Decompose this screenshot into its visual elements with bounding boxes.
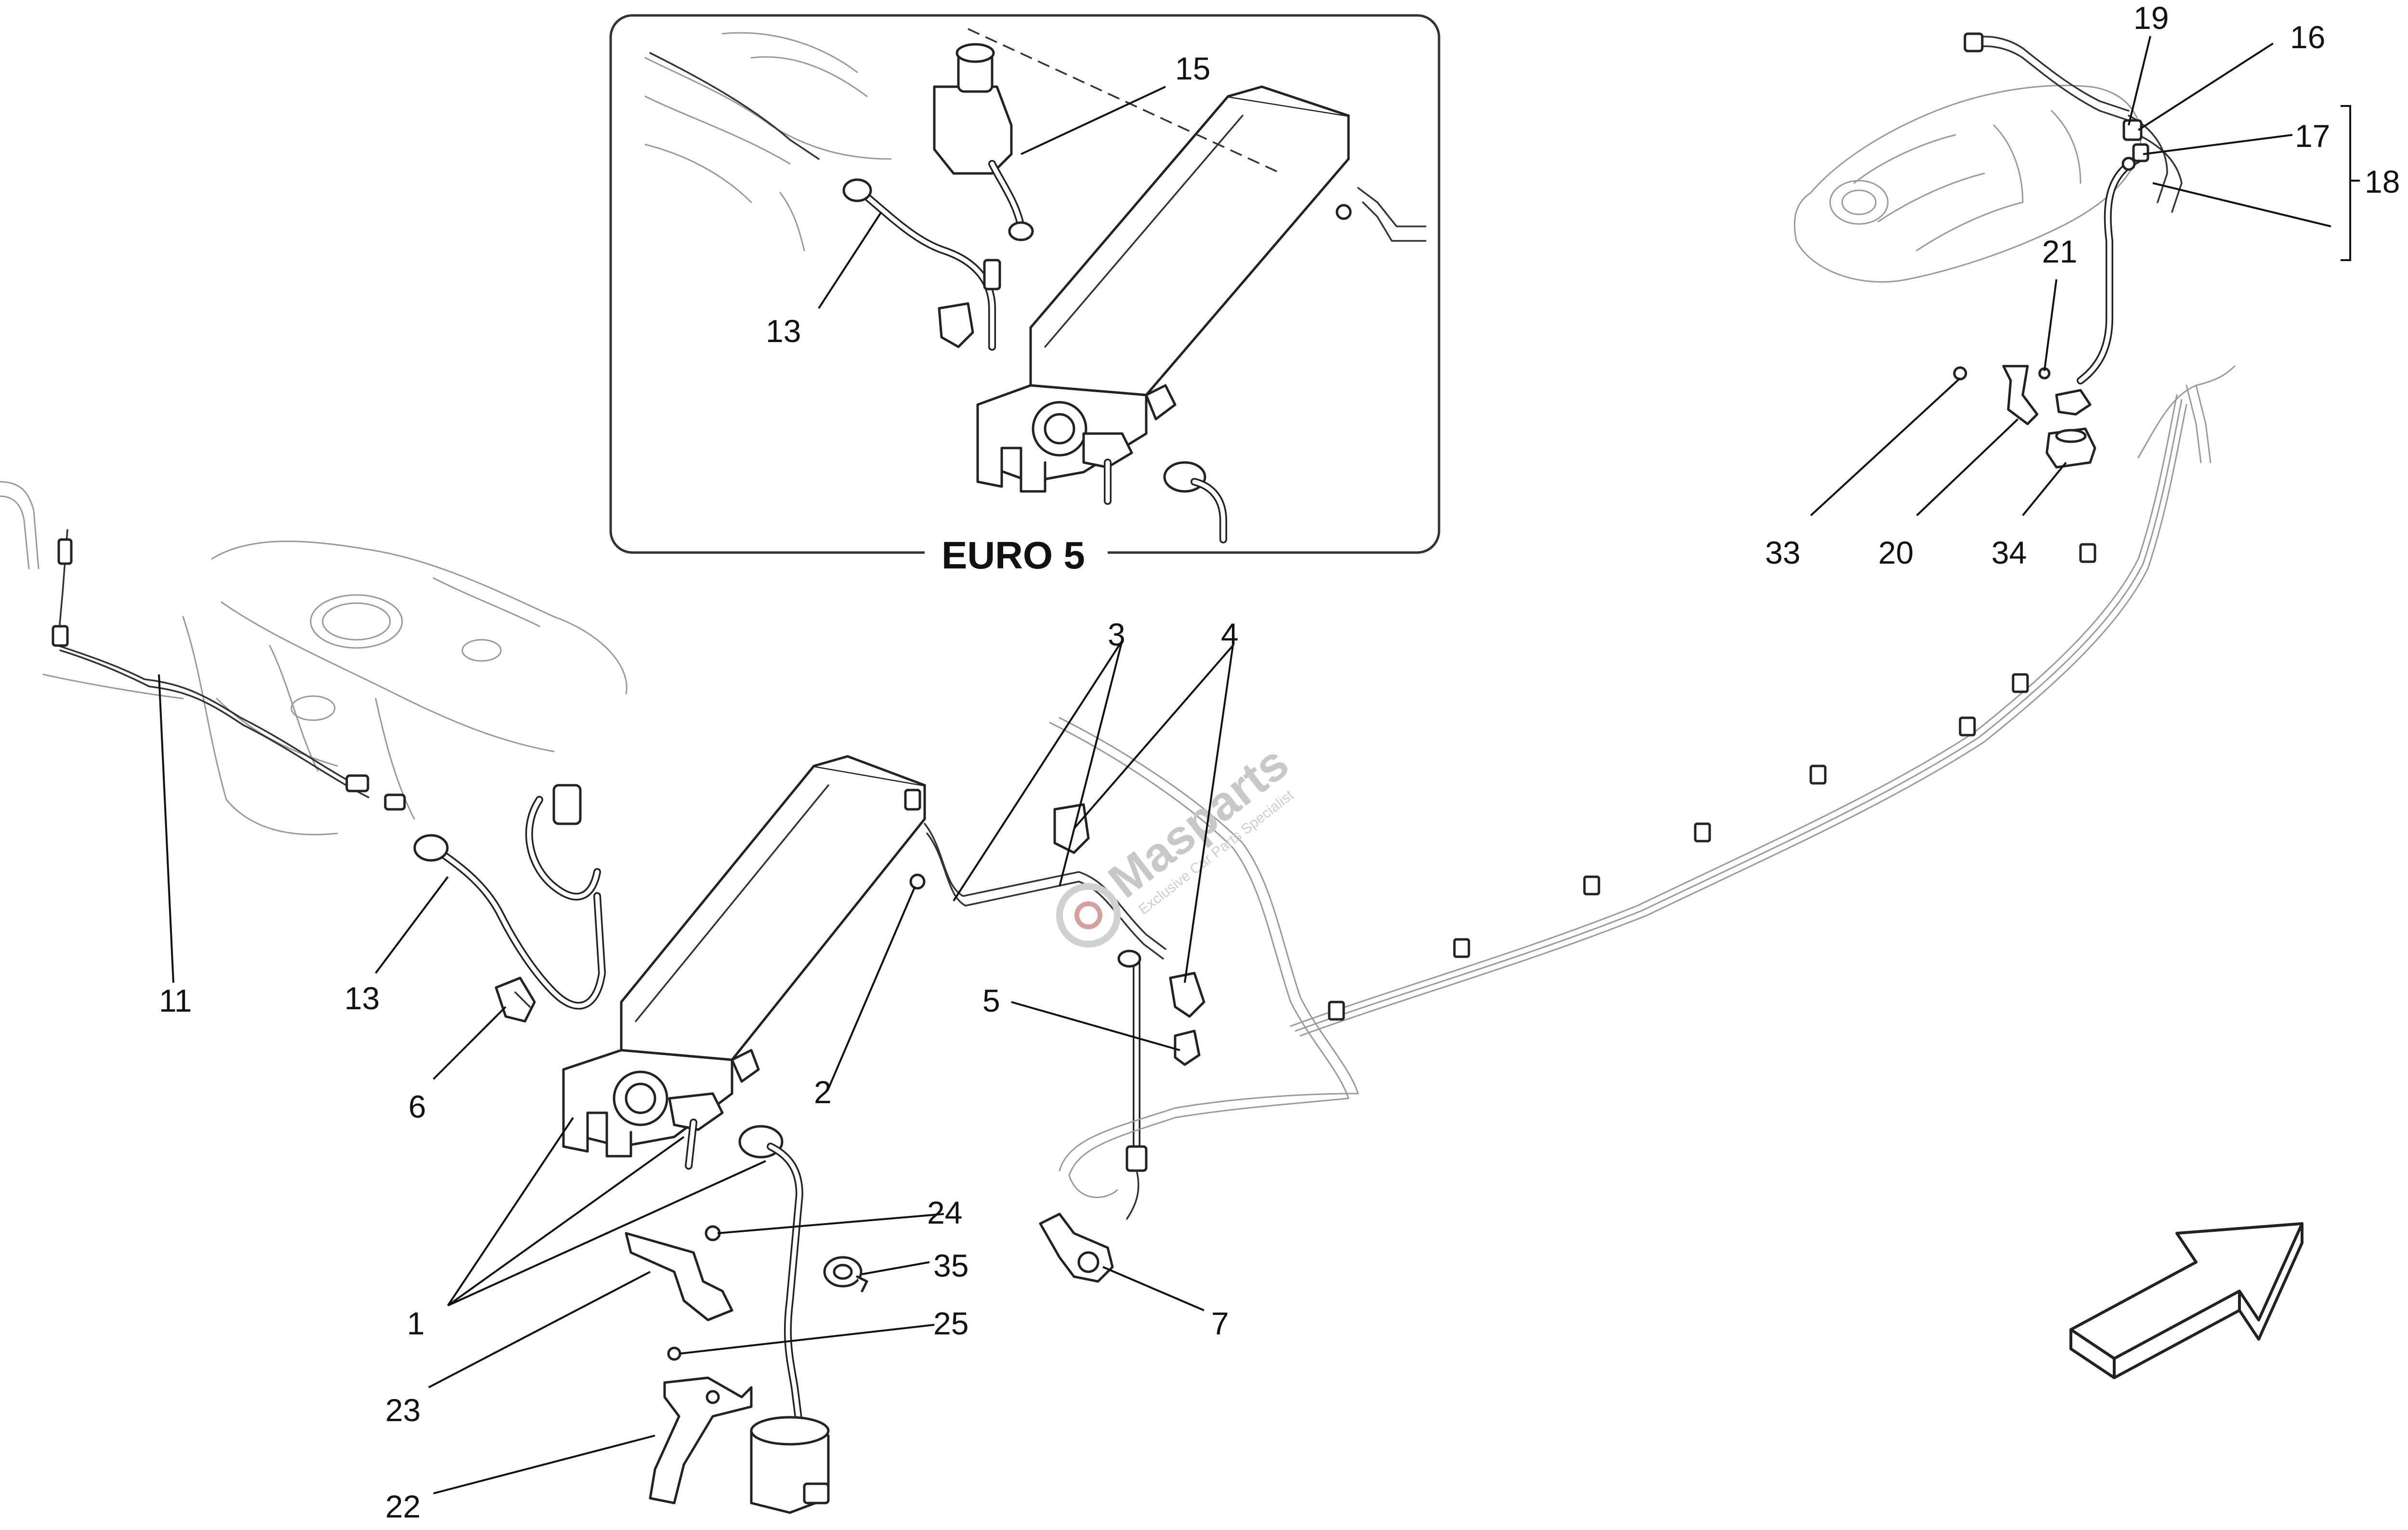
inset-label-bg <box>925 530 1108 578</box>
callout-33: 33 <box>1765 535 1800 570</box>
bracket-22 <box>625 1225 733 1321</box>
hose-13 <box>413 784 606 1010</box>
callout-35: 35 <box>933 1248 968 1283</box>
callout-19: 19 <box>2133 0 2169 36</box>
callout-34: 34 <box>1991 535 2027 570</box>
feed-line-vertical <box>1117 950 1148 1220</box>
callout-16: 16 <box>2290 19 2325 55</box>
euro5-inset <box>609 14 1440 554</box>
callout-24: 24 <box>927 1195 962 1230</box>
inset-outlet-fittings <box>1082 432 1227 543</box>
air-filter-canister <box>750 1416 830 1514</box>
rail-lines <box>1049 394 2187 1198</box>
outlet-fittings <box>668 1092 803 1430</box>
bolt-2 <box>909 873 926 890</box>
callout-5: 5 <box>982 983 1000 1018</box>
inset-hose-13 <box>842 178 1001 351</box>
bolt-33 <box>1953 366 1967 381</box>
watermark-gear-icon <box>1056 883 1121 948</box>
inset-right-fitting <box>1335 187 1426 242</box>
direction-arrow-icon <box>2069 1222 2303 1379</box>
callout-15: 15 <box>1175 51 1210 86</box>
leader-lines <box>158 36 2360 1494</box>
inset-vent-line <box>649 52 820 160</box>
inset-clip <box>938 302 974 348</box>
callout-labels: 15 13 11 13 6 2 3 4 5 7 1 24 35 25 23 22… <box>159 0 2400 1524</box>
callout-18: 18 <box>2365 164 2400 199</box>
clip-6 <box>495 976 536 1023</box>
sensor-7 <box>1039 1213 1114 1283</box>
callout-1: 1 <box>407 1306 425 1341</box>
callout-22: 23 <box>385 1392 420 1428</box>
clip-4 <box>1053 803 1205 1018</box>
callout-2: 2 <box>814 1074 832 1110</box>
callout-17: 17 <box>2295 118 2330 154</box>
callout-3: 3 <box>1108 617 1125 652</box>
purge-line-3 <box>924 823 1166 960</box>
callout-7: 7 <box>1211 1306 1229 1341</box>
callout-11: 11 <box>159 983 192 1018</box>
vent-hose-21 <box>2077 155 2142 384</box>
fittings-16-17-19 <box>2121 119 2149 171</box>
inset-tank-ghost <box>644 32 892 251</box>
bolt-25 <box>667 1346 681 1361</box>
bracket-23 <box>649 1376 753 1504</box>
valve-34 <box>2045 389 2096 469</box>
carbon-canister <box>562 755 926 1158</box>
clamp-35 <box>823 1256 868 1293</box>
intake-manifold <box>1793 84 2142 283</box>
inset-purge-valve-15 <box>933 43 1034 241</box>
fuel-tank-ghost <box>182 541 628 835</box>
inset-label-euro5: EURO 5 <box>942 534 1085 577</box>
callout-23: 22 <box>385 1489 420 1524</box>
callout-6: 6 <box>408 1089 426 1124</box>
bracket-20 <box>2002 365 2039 425</box>
callout-21: 21 <box>2042 234 2077 269</box>
vent-line-11 <box>52 529 406 811</box>
clip-5 <box>1174 1029 1201 1066</box>
right-branch-line <box>2137 365 2236 463</box>
callout-13: 13 <box>344 980 380 1016</box>
callout-25: 25 <box>933 1306 968 1341</box>
rail-clips <box>1328 543 2096 1021</box>
callout-20: 20 <box>1878 535 1913 570</box>
filler-pipe-ghost <box>0 481 184 699</box>
callout-4: 4 <box>1221 617 1239 652</box>
callout-13-inset: 13 <box>766 313 801 349</box>
